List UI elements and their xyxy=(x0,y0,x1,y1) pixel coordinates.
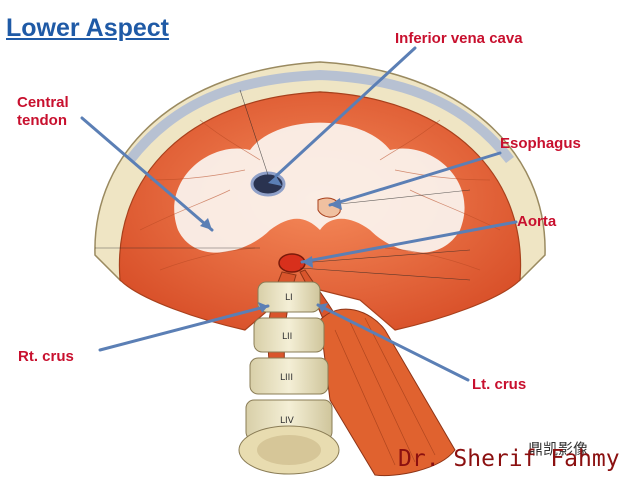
callout-arrows xyxy=(80,46,518,382)
label-lt-crus: Lt. crus xyxy=(472,376,527,393)
label-central-tendon-line1: Central xyxy=(17,94,69,111)
label-rt-crus: Rt. crus xyxy=(18,348,74,365)
page-title: Lower Aspect xyxy=(6,14,170,42)
vertebral-column: LI LII LIII LIV xyxy=(238,281,340,475)
arrow-aorta xyxy=(300,220,518,264)
vertebra-label-3: LIII xyxy=(280,373,293,383)
arrow-esophagus xyxy=(328,151,502,207)
rib-cartilage xyxy=(126,69,514,164)
vertebra-label-4: LIV xyxy=(280,416,295,426)
arrow-rt-crus xyxy=(98,304,270,352)
watermark: 鼎凯影像 xyxy=(528,441,589,458)
vertebra-label-1: LI xyxy=(285,293,293,303)
arrow-central-tendon xyxy=(80,116,214,232)
author-signature: Dr. Sherif Fahmy xyxy=(398,446,620,472)
label-esophagus: Esophagus xyxy=(500,135,581,152)
vertebra-label-2: LII xyxy=(282,332,292,342)
arrow-lt-crus xyxy=(316,303,470,382)
arrow-ivc xyxy=(274,46,417,178)
label-inferior-vena-cava: Inferior vena cava xyxy=(395,30,523,47)
psoas-muscle xyxy=(319,308,456,477)
central-tendon xyxy=(174,122,465,253)
label-central-tendon-line2: tendon xyxy=(17,112,67,129)
label-aorta: Aorta xyxy=(517,213,557,230)
